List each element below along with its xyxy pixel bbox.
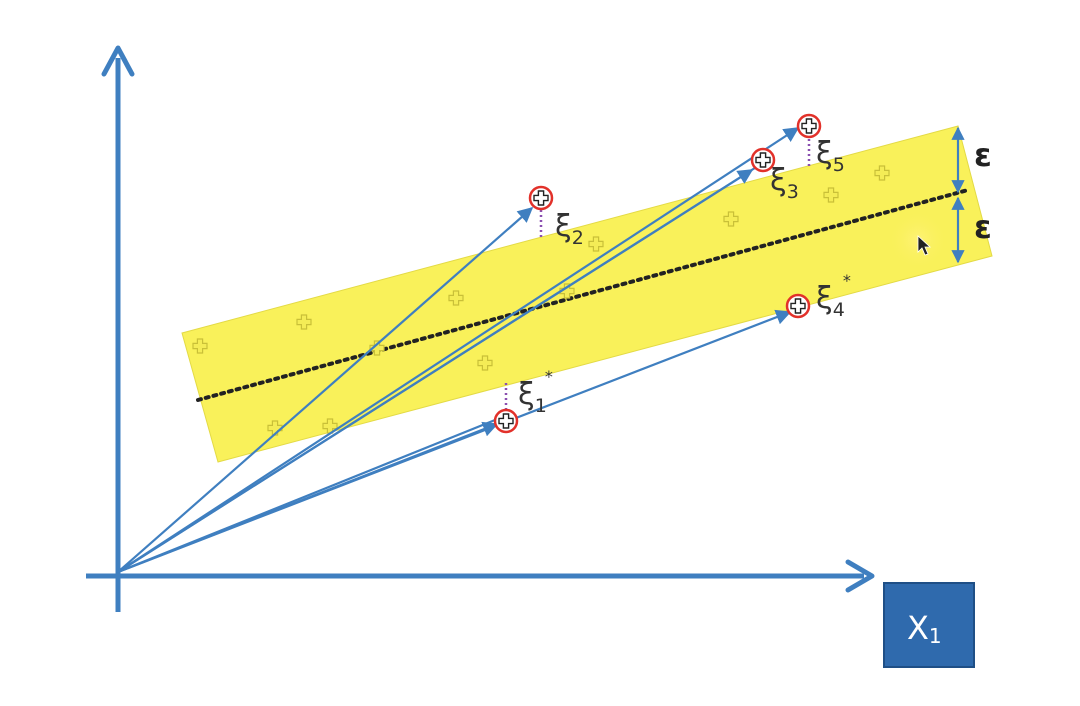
in-tube-point: [823, 187, 839, 203]
in-tube-point: [588, 236, 604, 252]
outlier-plus: [533, 190, 549, 206]
xi2-label: ξ2: [555, 209, 584, 249]
support-vectors: [117, 127, 800, 574]
in-tube-point: [559, 283, 575, 299]
xi3-label: ξ3: [770, 163, 799, 203]
outlier-point-xi5: [796, 113, 822, 139]
outlier-plus: [801, 118, 817, 134]
vector-to-xi4: [117, 309, 792, 574]
x1-box-label: X1: [907, 609, 942, 648]
xi5-label: ξ5: [816, 136, 845, 176]
in-tube-point: [267, 420, 283, 436]
outlier-point-xi4: [785, 293, 811, 319]
outlier-point-xi1: [493, 408, 519, 434]
x1-box-background: [883, 582, 975, 668]
outlier-points: [493, 113, 822, 434]
y-axis-arrowhead: [101, 45, 135, 77]
in-tube-point: [296, 314, 312, 330]
epsilon-lower-label: ε: [974, 208, 992, 246]
outlier-plus: [755, 152, 771, 168]
xi4-label: ξ4*: [816, 271, 851, 321]
in-tube-point: [192, 338, 208, 354]
epsilon-markers: ε ε: [951, 126, 992, 264]
vector-to-xi5: [117, 127, 800, 573]
x1-axis-box: X1: [883, 582, 975, 668]
regression-line: [196, 188, 970, 402]
vector-to-xi2: [117, 206, 534, 573]
in-tube-point: [723, 211, 739, 227]
in-tube-point: [448, 290, 464, 306]
vector-to-xi3-b: [117, 165, 759, 573]
in-tube-point: [369, 340, 385, 356]
outlier-plus: [790, 298, 806, 314]
in-tube-point: [874, 165, 890, 181]
outlier-point-xi2: [528, 185, 554, 211]
outlier-plus: [498, 413, 514, 429]
xi1-label: ξ1*: [518, 367, 553, 417]
in-tube-point: [477, 355, 493, 371]
slack-labels: ξ2 ξ3 ξ5 ξ1* ξ4*: [518, 136, 851, 417]
outlier-point-xi3: [750, 147, 776, 173]
mouse-cursor-icon: [917, 235, 932, 256]
x-axis-arrowhead: [845, 559, 875, 593]
axes: [86, 45, 875, 612]
epsilon-upper-label: ε: [974, 136, 992, 174]
